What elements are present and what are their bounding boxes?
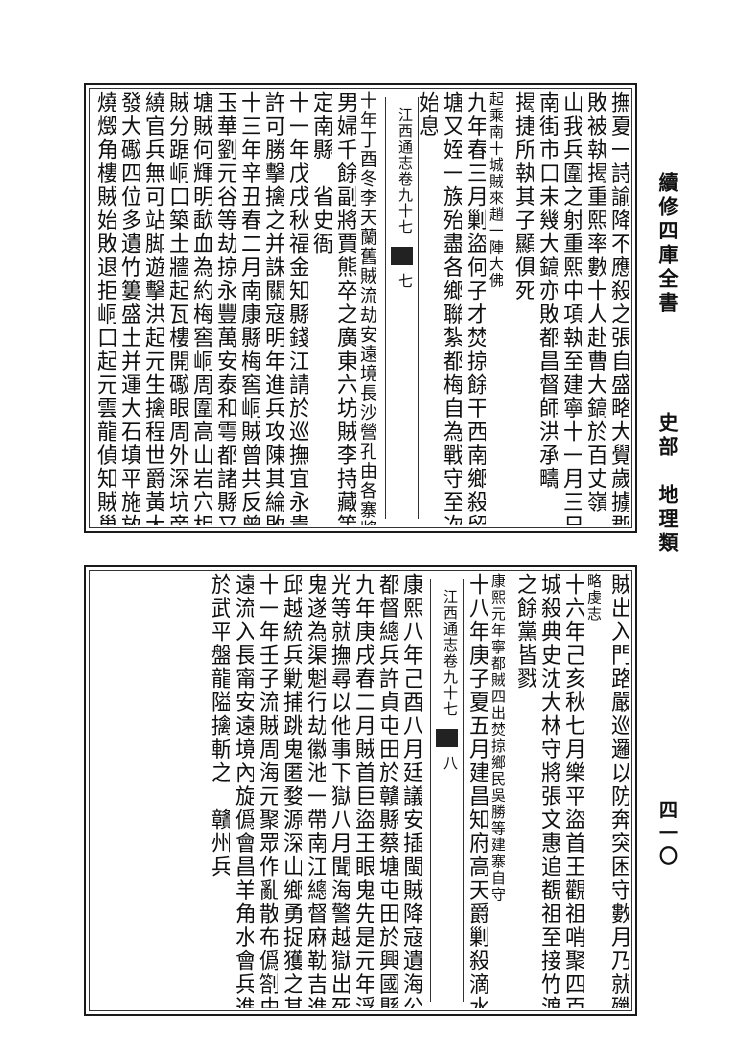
text-column: 十一年壬子流賊周海元聚眾作亂散布僞劄由廣東平	[256, 573, 278, 1008]
top-page-panel: 撫夏一詩諭降不應殺之張自盛略大覺歲擄郡武職 敗被執揭重熙率數十人赴曹大鎬於百丈嶺…	[84, 83, 637, 533]
text-column: 十六年己亥秋七月樂平盜首王觀祖哨聚四百餘人入	[562, 573, 584, 1008]
text-column: 康熙元年寧都賊四出焚掠鄉民吳勝等建寨自守	[490, 573, 505, 903]
text-column: 十八年庚子夏五月建昌知府高天爵剿殺滴水岩賊首	[466, 573, 488, 1008]
fold-margin: 江西通志卷九十七 七	[385, 97, 419, 519]
text-column: 塘賊何輝明歃血為約梅窖峒周圍高山岩穴相連諸	[190, 91, 212, 525]
bottom-page-panel: 賊出入門路嚴巡邏以防奔突困守數月乃就殲 略虔志 十六年己亥秋七月樂平盜首王觀祖哨…	[84, 565, 637, 1016]
text-column: 十三年辛丑春二月南康縣梅窖峒賊曾共反曾象晉曾	[238, 91, 260, 525]
text-column: 許可勝擊擒之并誅關寇明年進兵攻陳其綸敗而遁	[262, 91, 284, 525]
text-column: 繞官兵無可站脚遊擊洪起元生擒程世爵黃大礮	[142, 91, 164, 525]
text-column: 十年丁酉冬李天蘭舊賊流劫安遠境長沙營孔由各寨將撫	[358, 91, 376, 525]
text-column: 九年庚戌春二月賊首巨盜王眼鬼先是元年浮梁盜徒	[352, 573, 374, 1008]
text-column: 於武平盤龍隘擒斬之 贛州兵	[208, 573, 230, 879]
text-column: 男婦千餘副將賈熊卒之廣東六坊賊李持藏等與劫	[334, 91, 356, 525]
text-column: 略虔志	[586, 573, 601, 623]
text-column: 玉華劉元谷等劫掠永豐萬安泰和雩都諸縣又與吉	[214, 91, 236, 525]
text-column: 之餘黨皆戮	[514, 573, 536, 691]
bottom-page-text: 賊出入門路嚴巡邏以防奔突困守數月乃就殲 略虔志 十六年己亥秋七月樂平盜首王觀祖哨…	[92, 573, 629, 1008]
fold-leaf-number: 八	[441, 755, 459, 770]
text-column: 邱越統兵勦捕跳鬼匿婺源深山鄉勇捉獲之其黨悉	[280, 573, 302, 1008]
text-column: 山我兵圍之射重熙中項執至建寧十一月三日戮於	[560, 91, 582, 525]
text-column: 賊出入門路嚴巡邏以防奔突困守數月乃就殲	[608, 573, 629, 1008]
text-column: 起乘南十城賊來趙一陣大佛	[488, 91, 503, 289]
text-column: 始息	[416, 91, 438, 138]
category-label: 史部 地理類	[655, 412, 679, 556]
text-column: 南街市口未幾大鎬亦敗都昌督師洪承疇	[536, 91, 558, 491]
text-column: 發大礮四位多遺竹簍盛土并運大石填平施放大礮	[118, 91, 140, 525]
text-column: 鬼遂為渠魁行劫徽池一帶南江總督麻勒吉進剿帥	[304, 573, 326, 1008]
series-title: 續修四庫全書	[655, 172, 679, 316]
top-page-text: 撫夏一詩諭降不應殺之張自盛略大覺歲擄郡武職 敗被執揭重熙率數十人赴曹大鎬於百丈嶺…	[92, 91, 629, 525]
fishtail-mark	[436, 729, 458, 747]
text-column: 十一年戊戌秋福金知縣錢江請於巡撫宜永貴發兵剿	[286, 91, 308, 525]
text-column: 都督總兵許貞屯田於贛縣蔡塘屯田於興國縣	[376, 573, 398, 1008]
text-column: 賊分踞峒口築土牆起瓦樓開礮眼周外深坑旁池環	[166, 91, 188, 525]
text-column: 撫夏一詩諭降不應殺之張自盛略大覺歲擄郡武職	[608, 91, 629, 525]
text-column: 光等就撫尋以他事下獄八月聞海警越獄出死跳	[328, 573, 350, 1008]
text-column: 遠流入長甯安遠境內旋僞會昌羊角水會兵進剿逃	[232, 573, 254, 1008]
fold-leaf-number: 七	[396, 273, 414, 288]
text-column: 塘又姪一族殆盡各鄉聯紮都梅自為戰守至次年盜	[440, 91, 462, 525]
text-column: 敗被執揭重熙率數十人赴曹大鎬於百丈嶺	[584, 91, 606, 514]
text-column: 康熙八年己酉八月廷議安插閩賊降寇遺海公標下	[400, 573, 422, 1008]
text-column: 揭捷所執其子顯俱死	[512, 91, 534, 303]
text-column: 定南縣 省史衙	[310, 91, 332, 256]
text-column: 城殺典史沈大林守將張文惠追覩祖至接竹渡生擒	[538, 573, 560, 1008]
fold-margin: 江西通志卷九十七 八	[430, 579, 464, 1002]
fold-title: 江西通志卷九十七	[396, 107, 414, 235]
page-number: 四一〇	[656, 800, 678, 869]
text-column: 九年春三月剿盜何子才焚掠餘干西南鄉殺留本	[464, 91, 486, 525]
fishtail-mark	[391, 247, 413, 265]
fold-title: 江西通志卷九十七	[441, 589, 459, 717]
text-column: 燒燬角樓賊始敗退拒峒口起元雲龍偵知賊巢深險	[94, 91, 116, 525]
